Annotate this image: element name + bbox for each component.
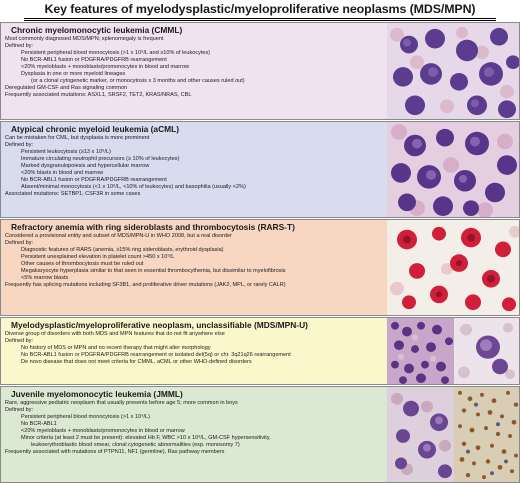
cmml-smear-image bbox=[387, 23, 519, 119]
panel-line: Defined by: bbox=[5, 338, 34, 345]
panel-line: <20% myeloblasts + monoblasts/promonocyt… bbox=[21, 428, 185, 435]
panel-title: Myelodysplastic/myeloproliferative neopl… bbox=[11, 320, 308, 330]
panel-cmml: Chronic myelomonocytic leukemia (CMML)Mo… bbox=[0, 22, 520, 120]
panel-line: Defined by: bbox=[5, 43, 34, 50]
panel-line: No BCR-ABL1 bbox=[21, 421, 57, 428]
panel-line: No BCR-ABL1 fusion or PDGFRA/PDGFRB rear… bbox=[21, 57, 167, 64]
panel-line: Defined by: bbox=[5, 240, 34, 247]
panel-line: Rare, aggressive pediatric neoplasm that… bbox=[5, 400, 238, 406]
panel-line: Deregulated GM-CSF and Ras signaling com… bbox=[5, 85, 128, 92]
rars-t-smear-image bbox=[387, 220, 519, 315]
panel-line: No history of MDS or MPN and no recent t… bbox=[21, 345, 211, 352]
panel-text: Myelodysplastic/myeloproliferative neopl… bbox=[1, 318, 385, 384]
panel-jmml: Juvenile myelomonocytic leukemia (JMML)R… bbox=[0, 386, 520, 483]
panel-line: Most commonly diagnosed MDS/MPN; splenom… bbox=[5, 36, 164, 42]
panel-line: No BCR-ABL1 fusion or PDGFRA/PDGFRB rear… bbox=[21, 177, 167, 184]
panel-line: No BCR-ABL1 fusion or PDGFRA/PDGFRB rear… bbox=[21, 352, 291, 359]
panel-mds-mpn-u: Myelodysplastic/myeloproliferative neopl… bbox=[0, 317, 520, 385]
panel-line: Frequently associated with mutations of … bbox=[5, 449, 225, 456]
panel-line: Immature circulating neutrophil precurso… bbox=[21, 156, 180, 163]
panel-line: Can be mistaken for CML, but dysplasia i… bbox=[5, 135, 150, 141]
panel-line: Persistent peripheral blood monocytosis … bbox=[21, 50, 211, 57]
panel-title: Chronic myelomonocytic leukemia (CMML) bbox=[11, 25, 183, 35]
panel-line: <20% blasts in blood and marrow bbox=[21, 170, 104, 177]
panel-text: Chronic myelomonocytic leukemia (CMML)Mo… bbox=[1, 23, 385, 119]
panel-line: Minor criteria (at least 2 must be prese… bbox=[21, 435, 271, 442]
acml-smear-image bbox=[387, 122, 519, 217]
panel-line: Persistent unexplained elevation in plat… bbox=[21, 254, 175, 261]
panel-line: Persistent leukocytosis (≥13 x 10⁹/L) bbox=[21, 149, 111, 156]
panel-title: Atypical chronic myeloid leukemia (aCML) bbox=[11, 124, 180, 134]
panel-line: Other causes of thrombocytosis must be r… bbox=[21, 261, 144, 268]
panel-line: Megakaryocyte hyperplasia similar to tha… bbox=[21, 268, 286, 275]
panel-line: Defined by: bbox=[5, 142, 34, 149]
panel-line: Persistent peripheral blood monocytosis … bbox=[21, 414, 150, 421]
panel-text: Refractory anemia with ring sideroblasts… bbox=[1, 220, 385, 315]
mds-mpn-u-marrow-image-1 bbox=[387, 318, 454, 384]
panel-line: leukoerythroblastic blood smear, clonal … bbox=[31, 442, 240, 449]
panel-line: Dysplasia in one or more myeloid lineage… bbox=[21, 71, 126, 78]
title-underline bbox=[24, 20, 496, 21]
panel-acml: Atypical chronic myeloid leukemia (aCML)… bbox=[0, 121, 520, 218]
panel-title: Refractory anemia with ring sideroblasts… bbox=[11, 222, 295, 232]
panel-line: Defined by: bbox=[5, 407, 34, 414]
panel-line: <5% marrow blasts bbox=[21, 275, 69, 282]
panel-title: Juvenile myelomonocytic leukemia (JMML) bbox=[11, 389, 183, 399]
panel-line: Diverse group of disorders with both MDS… bbox=[5, 331, 225, 337]
panel-line: Absent/minimal monocytosis (<1 x 10⁹/L, … bbox=[21, 184, 246, 191]
panel-line: Frequently associated mutations: ASXL1, … bbox=[5, 92, 192, 99]
panel-line: De novo disease that does not meet crite… bbox=[21, 359, 252, 366]
panel-line: Frequently has splicing mutations includ… bbox=[5, 282, 286, 289]
panel-line: <20% myeloblasts + monoblasts/promonocyt… bbox=[21, 64, 190, 71]
panel-line: Marked dysgranulopoiesis and hypercellul… bbox=[21, 163, 150, 170]
panel-line: Diagnostic features of RARS (anemia, ≥15… bbox=[21, 247, 224, 254]
page-title: Key features of myelodysplastic/myelopro… bbox=[44, 2, 476, 16]
panel-text: Juvenile myelomonocytic leukemia (JMML)R… bbox=[1, 387, 385, 482]
panel-line: Considered a provisional entity and subs… bbox=[5, 233, 232, 239]
panel-line: (or a clonal cytogenetic marker, or mono… bbox=[31, 78, 245, 85]
panel-line: Associated mutations: SETBP1, CSF3R in s… bbox=[5, 191, 141, 198]
jmml-smear-image-1 bbox=[387, 387, 454, 482]
panel-text: Atypical chronic myeloid leukemia (aCML)… bbox=[1, 122, 385, 217]
mds-mpn-u-smear-image-2 bbox=[454, 318, 519, 384]
panel-rars-t: Refractory anemia with ring sideroblasts… bbox=[0, 219, 520, 316]
title-underline bbox=[24, 18, 496, 19]
jmml-marrow-image-2 bbox=[454, 387, 519, 482]
